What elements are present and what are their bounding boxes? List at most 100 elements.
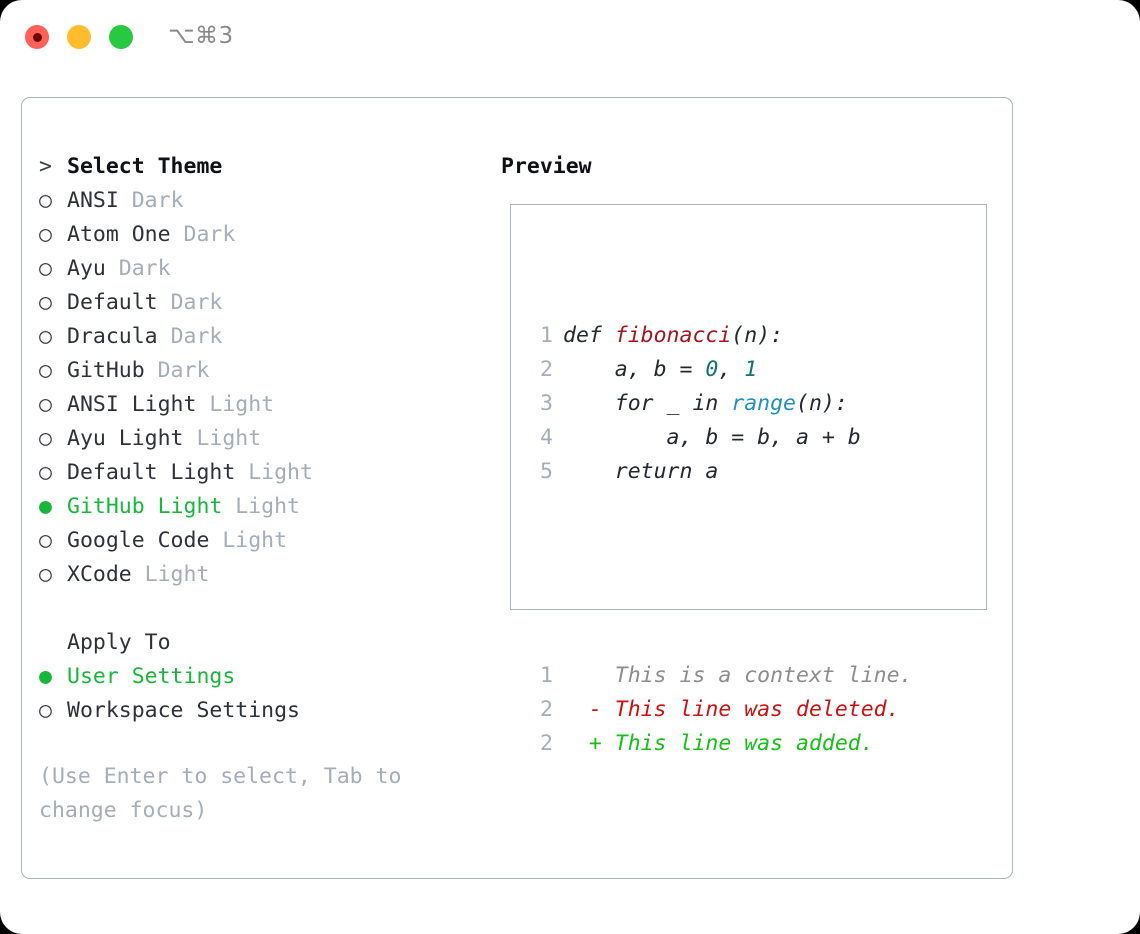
radio-unselected-icon: ○ [39, 290, 52, 315]
theme-option[interactable]: ○Google Code Light [39, 524, 489, 558]
code-token: range [731, 391, 797, 416]
theme-option-label: ANSI Light [67, 392, 210, 417]
theme-option[interactable]: ○ ANSI Dark [39, 184, 489, 218]
code-token: 1 [744, 357, 758, 382]
theme-option-tag: Dark [170, 324, 223, 349]
radio-unselected-icon: ○ [39, 698, 52, 723]
theme-option[interactable]: ○XCode Light [39, 558, 489, 592]
code-token: 0 [705, 357, 719, 382]
line-number: 2 [540, 357, 553, 382]
theme-option[interactable]: ○ANSI Light Light [39, 388, 489, 422]
code-token: a, b = b, a + b [563, 425, 861, 450]
close-button[interactable] [25, 25, 49, 49]
diff-line-text: This is a context line. [563, 663, 913, 688]
minimize-button[interactable] [67, 25, 91, 49]
apply-to-option[interactable]: ○ Workspace Settings [39, 694, 489, 728]
theme-option-tag: Dark [183, 222, 236, 247]
code-line-text: a, b = 0, 1 [563, 353, 757, 387]
line-number: 3 [540, 391, 553, 416]
maximize-button[interactable] [109, 25, 133, 49]
theme-option[interactable]: ○ Default Dark [39, 286, 489, 320]
diff-line: 2 + This line was added. [525, 727, 913, 761]
code-line: 1 def fibonacci(n): [525, 319, 913, 353]
theme-option[interactable]: ○Default Light Light [39, 456, 489, 490]
theme-option[interactable]: ○Dracula Dark [39, 320, 489, 354]
keyboard-hint-text: (Use Enter to select, Tab to change focu… [39, 764, 415, 823]
theme-picker-column: > Select Theme ○ANSI Dark○Atom One Dark○… [39, 150, 489, 728]
theme-option-tag: Light [222, 528, 288, 553]
code-token: fibonacci [614, 323, 732, 348]
theme-option-tag: Light [196, 426, 262, 451]
diff-lines: 1 This is a context line.2 - This line w… [525, 659, 913, 761]
apply-to-header-marker [39, 626, 67, 660]
theme-option-label: Ayu [67, 256, 119, 281]
diff-line-text: + This line was added. [563, 731, 874, 756]
code-line-text: for _ in range(n): [563, 387, 848, 421]
theme-option[interactable]: ○ Ayu Dark [39, 252, 489, 286]
theme-option-tag: Dark [170, 290, 223, 315]
radio-selected-icon: ● [39, 664, 52, 689]
theme-option-label: ANSI [67, 188, 132, 213]
main-panel: > Select Theme ○ANSI Dark○Atom One Dark○… [21, 97, 1013, 879]
code-line: 5 return a [525, 455, 913, 489]
theme-option[interactable]: ● GitHub Light Light [39, 490, 489, 524]
line-number: 1 [540, 323, 553, 348]
radio-unselected-icon: ○ [39, 358, 52, 383]
radio-unselected-icon: ○ [39, 256, 52, 281]
apply-to-option-label: User Settings [67, 664, 236, 689]
theme-option-tag: Dark [118, 256, 171, 281]
theme-option-label: GitHub Light [67, 494, 236, 519]
line-number: 4 [540, 425, 553, 450]
theme-option-label: Atom One [67, 222, 184, 247]
diff-line: 1 This is a context line. [525, 659, 913, 693]
theme-list: ○ANSI Dark○Atom One Dark○Ayu Dark○Defaul… [39, 184, 489, 592]
theme-option-tag: Dark [157, 358, 210, 383]
code-line: 2 a, b = 0, 1 [525, 353, 913, 387]
theme-option-tag: Light [248, 460, 313, 485]
line-number: 5 [540, 459, 553, 484]
diff-line: 2 - This line was deleted. [525, 693, 913, 727]
apply-to-list: ● User Settings ○ Workspace Settings [39, 660, 489, 728]
theme-option-tag: Light [144, 562, 210, 587]
code-token: a, b = [563, 357, 706, 382]
radio-unselected-icon: ○ [39, 188, 52, 213]
code-token: , [718, 357, 745, 382]
code-line-text: a, b = b, a + b [563, 421, 861, 455]
keyboard-shortcut-label: ⌥⌘3 [168, 23, 234, 49]
title-bar: ⌥⌘3 [0, 0, 1140, 78]
theme-option[interactable]: ○ GitHub Dark [39, 354, 489, 388]
radio-unselected-icon: ○ [39, 426, 52, 451]
code-token: (n): [796, 391, 848, 416]
code-blank-line [525, 557, 913, 591]
caret-icon: > [39, 154, 52, 179]
theme-option-tag: Light [235, 494, 301, 519]
radio-unselected-icon: ○ [39, 528, 52, 553]
radio-unselected-icon: ○ [39, 460, 52, 485]
line-number: 1 [540, 663, 553, 688]
select-theme-header: > Select Theme [39, 150, 489, 184]
window-controls [25, 25, 133, 49]
apply-to-option[interactable]: ● User Settings [39, 660, 489, 694]
line-number: 2 [540, 731, 553, 756]
line-number: 2 [540, 697, 553, 722]
code-token: (n): [731, 323, 784, 348]
theme-option-tag: Light [209, 392, 275, 417]
theme-option[interactable]: ○Atom One Dark [39, 218, 489, 252]
preview-title: Preview [501, 154, 592, 179]
radio-selected-icon: ● [39, 494, 52, 519]
apply-to-header: Apply To [39, 626, 489, 660]
section-spacer [39, 592, 489, 626]
code-line-text: return a [563, 455, 719, 489]
theme-option-label: XCode [67, 562, 145, 587]
theme-option-tag: Dark [131, 188, 184, 213]
code-token: def [563, 323, 615, 348]
theme-option[interactable]: ○Ayu Light Light [39, 422, 489, 456]
apply-to-option-label: Workspace Settings [67, 698, 300, 723]
theme-option-label: Dracula [67, 324, 171, 349]
theme-option-label: Default [67, 290, 171, 315]
theme-option-label: GitHub [67, 358, 158, 383]
